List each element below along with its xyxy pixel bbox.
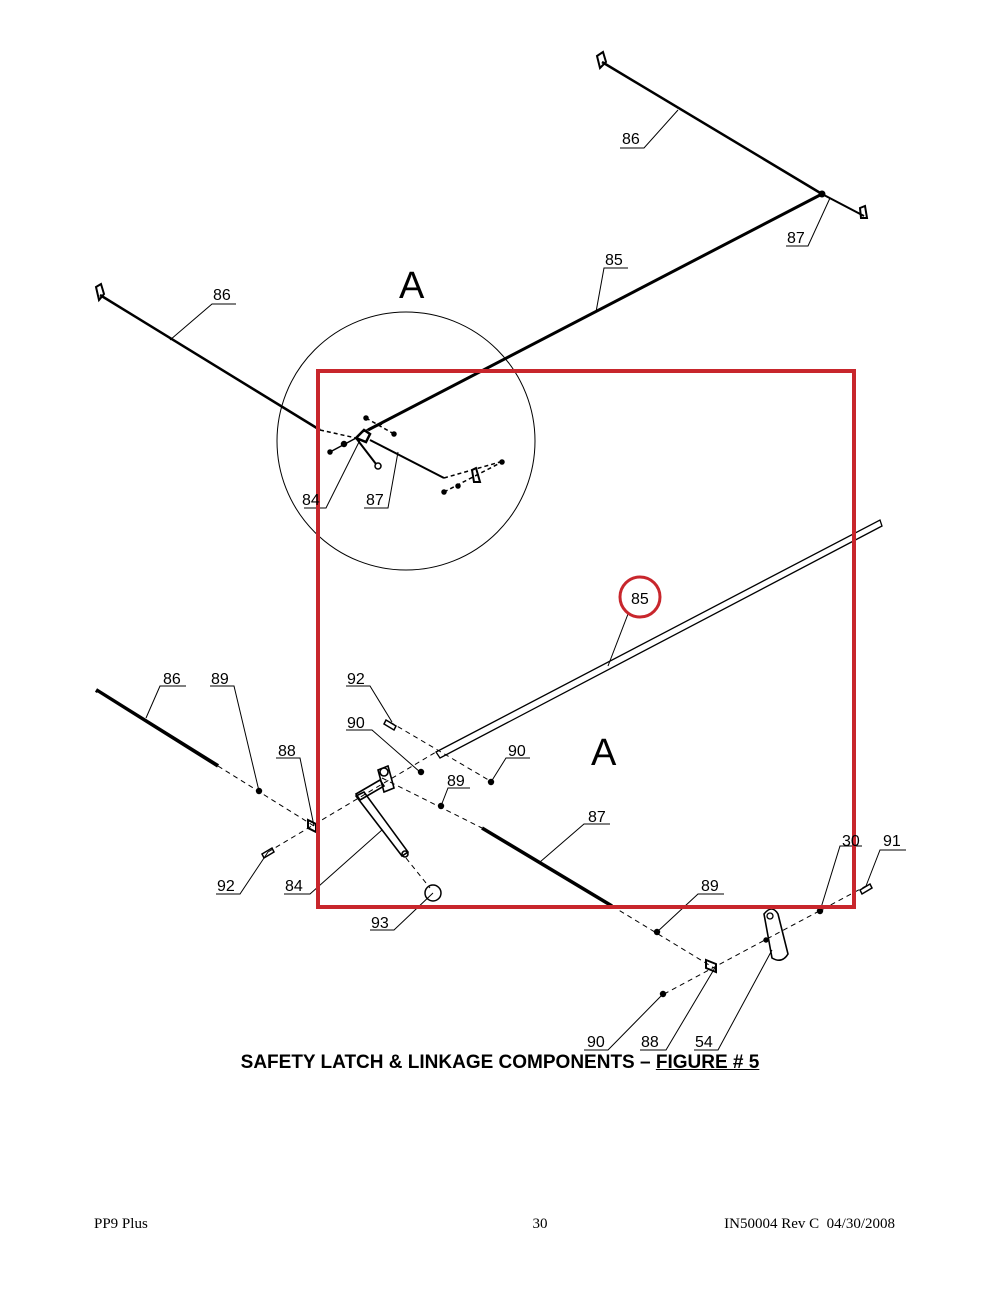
callout-87-detail: 87 (366, 492, 384, 509)
callout-90-bottom: 90 (587, 1034, 605, 1051)
callout-89-right: 89 (701, 878, 719, 895)
detail-a-parts (319, 415, 505, 495)
callout-91: 91 (883, 833, 901, 850)
callout-85-highlight: 85 (631, 591, 649, 608)
rod-86-top (601, 60, 823, 196)
callout-87-low: 87 (588, 809, 606, 826)
callout-84-low: 84 (285, 878, 303, 895)
bolt-91 (859, 882, 873, 896)
callout-89-mid: 89 (447, 773, 465, 790)
bushing-88-bottom (705, 958, 717, 974)
rod-86-low (94, 688, 220, 768)
rod-end-top-right (821, 193, 865, 217)
caption-main: SAFETY LATCH & LINKAGE COMPONENTS – (240, 1052, 656, 1073)
callout-92-upper: 92 (347, 671, 365, 688)
callout-89-low: 89 (211, 671, 229, 688)
callout-54: 54 (695, 1034, 713, 1051)
callout-90-mid: 90 (508, 743, 526, 760)
callout-86-top: 86 (622, 131, 640, 148)
rod-86-left (99, 293, 321, 432)
bracket-54 (763, 908, 789, 962)
callout-86-left: 86 (213, 287, 231, 304)
rod-85-low (435, 519, 883, 759)
figure-caption: SAFETY LATCH & LINKAGE COMPONENTS – FIGU… (0, 1052, 1000, 1074)
detail-circle-a (276, 311, 536, 571)
callout-92-lower: 92 (217, 878, 235, 895)
footer-doc-revision: IN50004 Rev C 04/30/2008 (724, 1216, 895, 1232)
callout-90-upper: 90 (347, 715, 365, 732)
upper-assembly (94, 50, 869, 571)
footer-page-number: 30 (532, 1216, 548, 1232)
callout-86-low: 86 (163, 671, 181, 688)
leader-lines-upper (169, 109, 831, 509)
callout-88-left: 88 (278, 743, 296, 760)
leader-lines-lower (145, 613, 906, 1051)
hardware-dots (255, 768, 824, 998)
view-label-a-top: A (399, 265, 425, 307)
bolt-92-lower (261, 846, 275, 860)
caption-figure-ref: FIGURE # 5 (655, 1052, 760, 1073)
callout-85-top: 85 (605, 252, 623, 269)
view-label-a-detail: A (591, 732, 617, 774)
rod-85-top (367, 192, 823, 432)
lower-assembly (94, 519, 906, 1051)
knob-93 (424, 884, 442, 902)
assembly-axes (217, 721, 867, 995)
bolt-92-upper (383, 718, 397, 732)
clevis-icon (595, 50, 608, 70)
rod-87-low (481, 826, 613, 908)
highlight-circle-85 (618, 575, 662, 619)
bushing-88-left (307, 818, 317, 834)
callout-labels: 86 87 85 86 84 87 85 86 89 92 90 88 90 8… (163, 131, 901, 1051)
callout-88-bottom: 88 (641, 1034, 659, 1051)
clevis-icon (858, 204, 869, 219)
highlight-box (316, 369, 856, 909)
crank-lever-84 (354, 764, 410, 858)
callout-87-top: 87 (787, 230, 805, 247)
footer-model: PP9 Plus (94, 1216, 148, 1232)
callout-30: 30 (842, 833, 860, 850)
callout-93: 93 (371, 915, 389, 932)
callout-84-detail: 84 (302, 492, 320, 509)
clevis-icon (94, 282, 106, 303)
